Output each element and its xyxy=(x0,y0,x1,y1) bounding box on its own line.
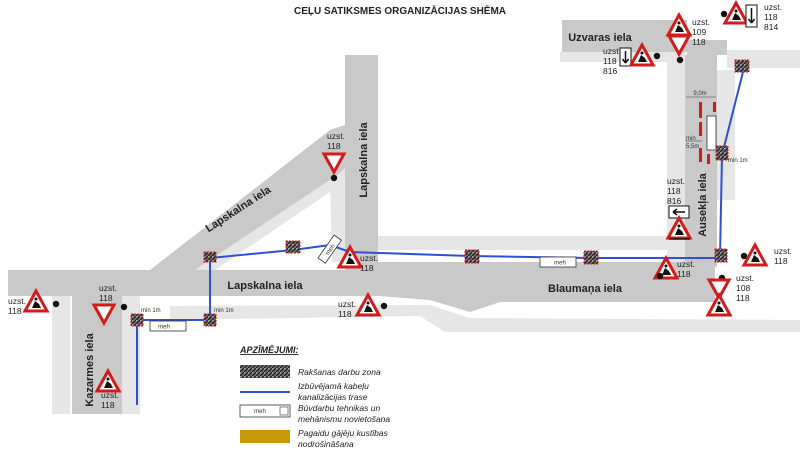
legend-swatch-pedestrian xyxy=(240,430,290,443)
legend-swatch-machinery: meh xyxy=(239,404,291,418)
svg-text:118: 118 xyxy=(764,12,778,22)
digging-zone xyxy=(464,249,480,264)
svg-text:meh: meh xyxy=(254,409,266,415)
digging-zones xyxy=(130,59,750,327)
cable-trace xyxy=(136,67,745,405)
street-label-kazarmes: Kazarmes iela xyxy=(84,332,96,406)
legend-item-pedestrian-line1: Pagaidu gājēju kustības xyxy=(298,428,389,438)
machinery-placements: meh meh meh xyxy=(149,115,717,332)
arrow-left-sign-icon xyxy=(668,205,690,219)
svg-text:118: 118 xyxy=(692,37,706,47)
svg-text:meh: meh xyxy=(158,325,170,331)
legend-item-machinery-line1: Būvdarbu tehnikas un xyxy=(298,403,380,413)
digging-zone xyxy=(203,313,217,327)
svg-text:108: 108 xyxy=(736,283,750,293)
dim-min1-lapskalna: min 1m xyxy=(214,308,234,314)
svg-text:uzst.: uzst. xyxy=(677,259,695,269)
scheme-title: CEĻU SATIKSMES ORGANIZĀCIJAS SHĒMA xyxy=(294,5,506,17)
svg-text:uzst.: uzst. xyxy=(736,273,754,283)
arrow-down-sign-icon xyxy=(745,4,758,28)
svg-text:9,0m: 9,0m xyxy=(693,91,706,97)
svg-text:uzst.: uzst. xyxy=(764,2,782,12)
legend-item-trace-line2: kanalizācijas trase xyxy=(298,392,368,402)
svg-text:uzst.: uzst. xyxy=(8,296,26,306)
svg-text:816: 816 xyxy=(603,66,617,76)
street-label-lapskalna-vertical: Lapskalna iela xyxy=(358,122,370,198)
svg-text:109: 109 xyxy=(692,27,706,37)
svg-text:118: 118 xyxy=(327,141,341,151)
svg-text:118: 118 xyxy=(677,269,691,279)
svg-text:uzst.: uzst. xyxy=(603,46,621,56)
digging-zone xyxy=(285,240,301,254)
dim-min1-ausekla: min 1m xyxy=(728,158,748,164)
digging-zone xyxy=(714,248,728,263)
svg-text:uzst.: uzst. xyxy=(327,131,345,141)
works-ahead-sign-icon xyxy=(723,1,749,25)
machinery-box: meh xyxy=(317,234,342,264)
arrow-down-sign-icon xyxy=(619,47,632,67)
road-signs: uzst. 118 uzst. 118 uzst. 118 uzst. 118 … xyxy=(8,1,792,410)
works-ahead-sign-icon xyxy=(742,243,768,267)
svg-text:118: 118 xyxy=(774,256,788,266)
svg-text:uzst.: uzst. xyxy=(338,299,356,309)
svg-text:118: 118 xyxy=(736,293,750,303)
svg-text:118: 118 xyxy=(101,400,115,410)
digging-zone xyxy=(203,251,217,263)
svg-text:118: 118 xyxy=(360,263,374,273)
street-label-uzvaras: Uzvaras iela xyxy=(568,32,632,44)
svg-text:uzst.: uzst. xyxy=(667,176,685,186)
legend: APZĪMĒJUMI: Rakšanas darbu zona Izbūvēja… xyxy=(239,345,390,449)
street-label-blaumana: Blaumaņa iela xyxy=(548,283,623,295)
works-ahead-sign-icon xyxy=(355,293,381,317)
svg-text:uzst.: uzst. xyxy=(774,246,792,256)
machinery-box: meh xyxy=(539,256,577,268)
svg-text:meh: meh xyxy=(554,261,566,267)
svg-text:118: 118 xyxy=(667,186,681,196)
legend-swatch-digging xyxy=(240,365,290,378)
svg-text:816: 816 xyxy=(667,196,681,206)
barriers xyxy=(699,102,716,164)
svg-text:uzst.: uzst. xyxy=(101,390,119,400)
machinery-box xyxy=(706,115,717,151)
digging-zone xyxy=(130,313,144,327)
legend-item-machinery-line2: mehānismu novietošana xyxy=(298,414,390,424)
digging-zone xyxy=(715,145,729,161)
legend-item-digging: Rakšanas darbu zona xyxy=(298,367,381,377)
svg-text:uzst.: uzst. xyxy=(360,253,378,263)
street-label-lapskalna-main: Lapskalna iela xyxy=(227,280,303,292)
legend-item-pedestrian-line2: nodrošināšana xyxy=(298,439,354,449)
svg-text:118: 118 xyxy=(99,293,113,303)
svg-text:uzst.: uzst. xyxy=(99,283,117,293)
svg-text:118: 118 xyxy=(338,309,352,319)
svg-text:118: 118 xyxy=(603,56,617,66)
legend-heading: APZĪMĒJUMI: xyxy=(239,345,299,355)
svg-text:118: 118 xyxy=(8,306,22,316)
digging-zone xyxy=(734,59,750,73)
legend-item-trace-line1: Izbūvējamā kabeļu xyxy=(298,381,369,391)
street-label-auseklja: Ausekļa iela xyxy=(697,172,709,236)
svg-text:uzst.: uzst. xyxy=(692,17,710,27)
dimensions: 9,0m min 5,5m min 1m min 1m min 1m xyxy=(141,91,748,314)
svg-text:814: 814 xyxy=(764,22,778,32)
dim-5-5: 5,5m xyxy=(686,144,699,150)
machinery-box: meh xyxy=(149,320,187,332)
digging-zone xyxy=(583,250,599,265)
svg-text:meh: meh xyxy=(325,243,337,256)
dim-min-5-5: min xyxy=(686,136,696,142)
dim-min1-kazarmes: min 1m xyxy=(141,308,161,314)
